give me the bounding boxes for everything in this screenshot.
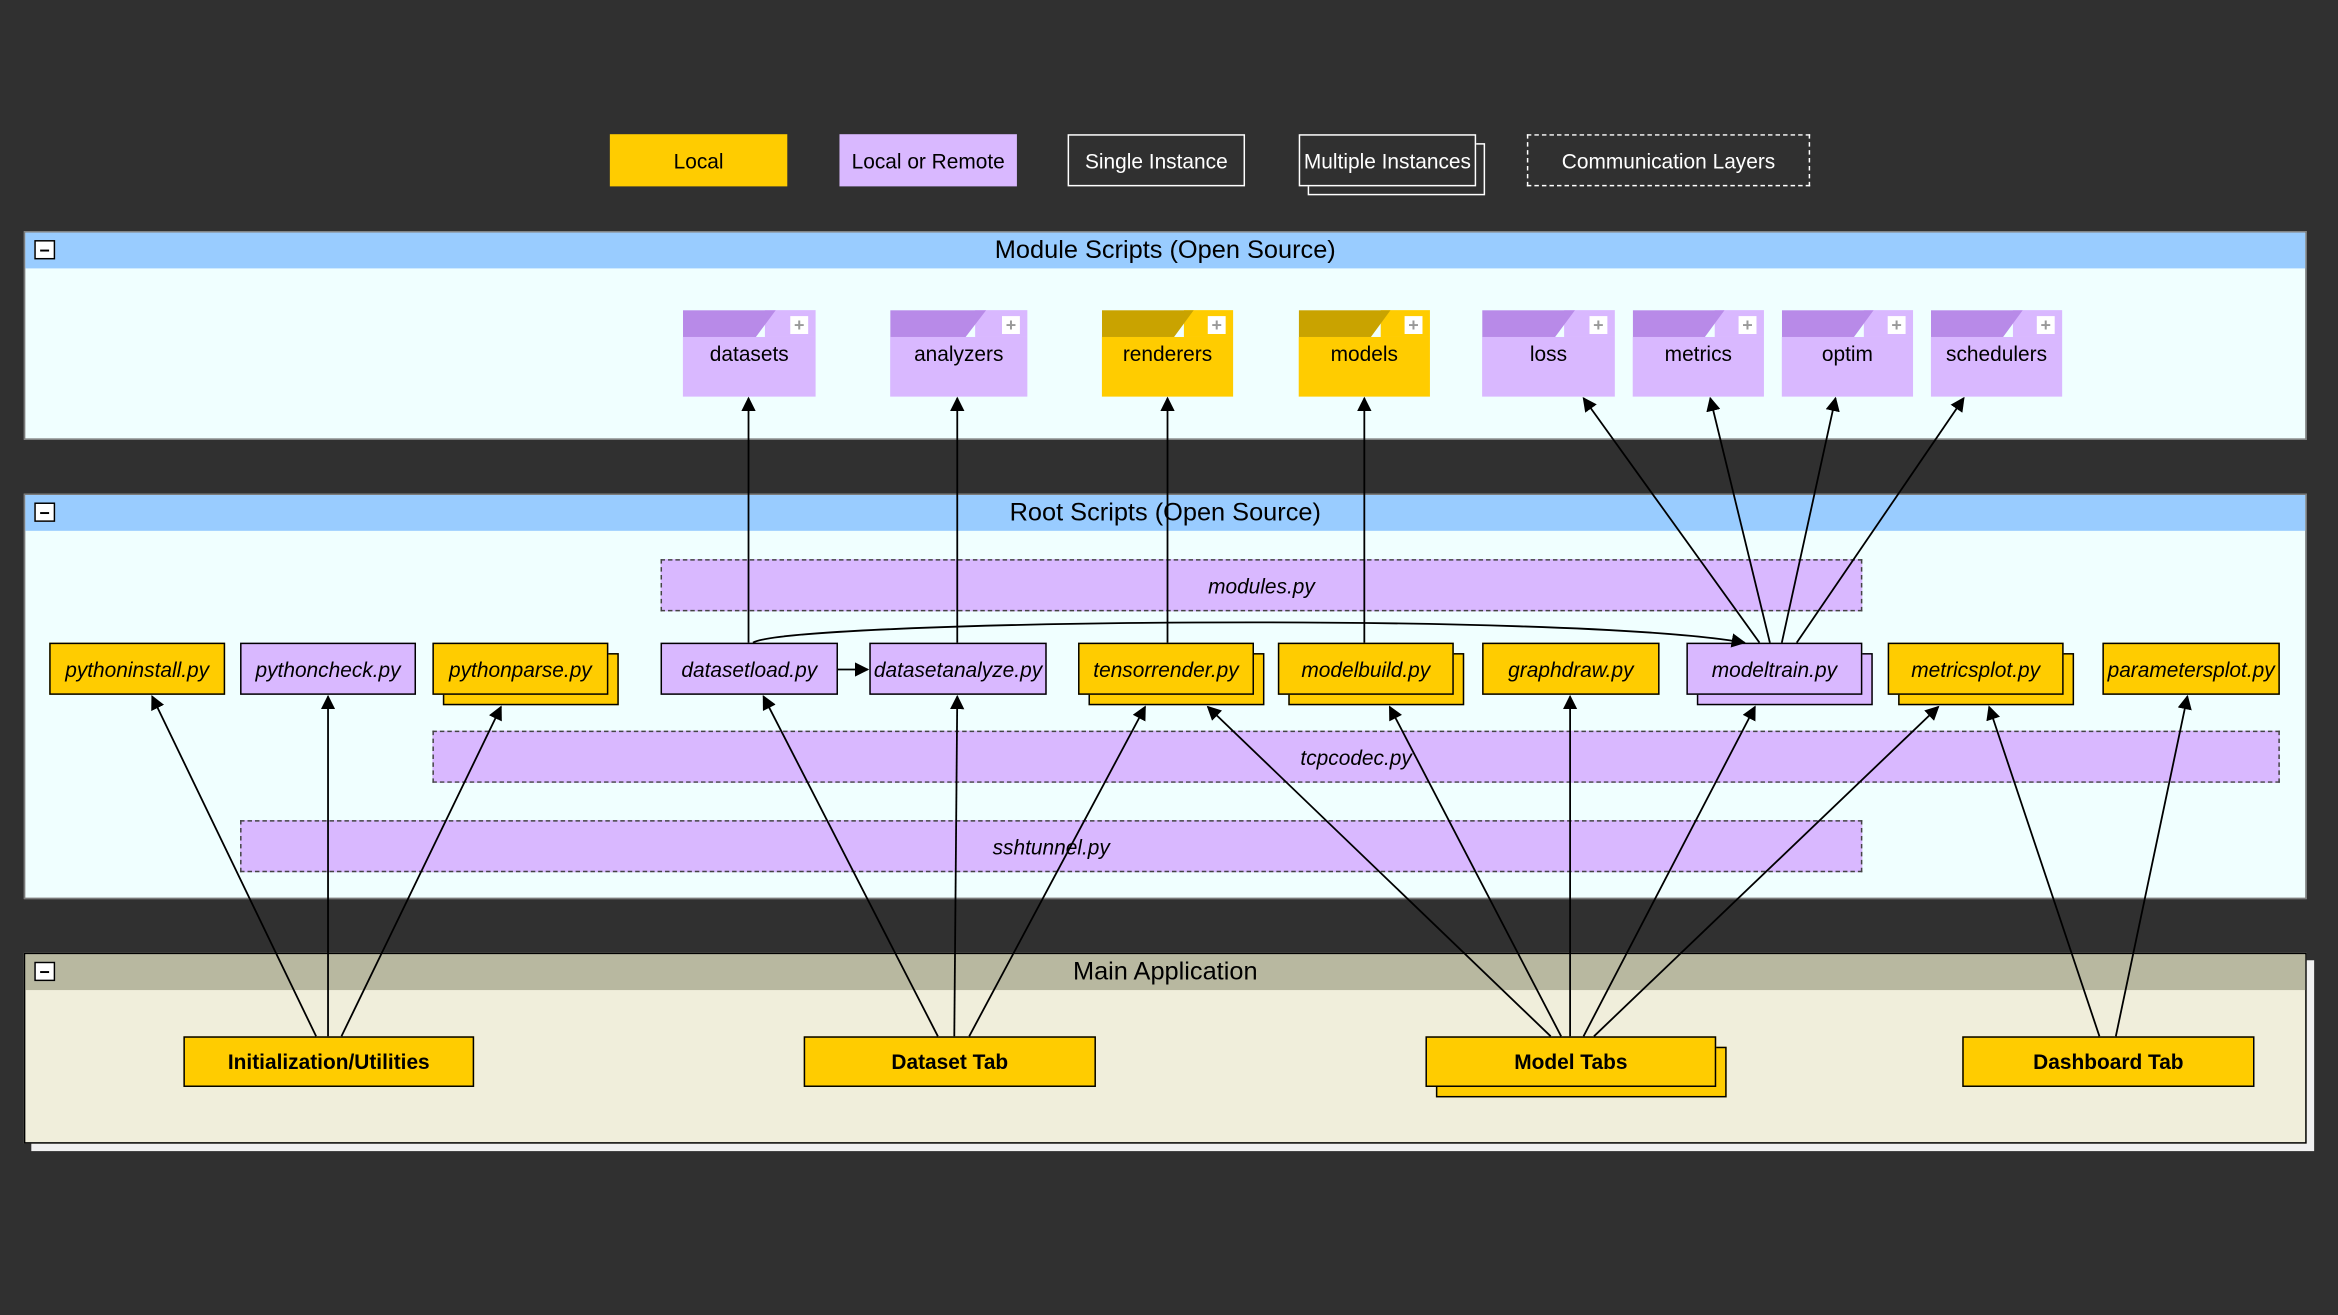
module-label: loss	[1529, 341, 1568, 366]
app-model-tabs[interactable]: Model Tabs	[1425, 1036, 1717, 1087]
module-label: optim	[1821, 341, 1873, 366]
module-models[interactable]: + models	[1298, 310, 1430, 397]
module-label: analyzers	[914, 341, 1004, 366]
layer-tcpcodec[interactable]: tcpcodec.py	[432, 730, 2280, 783]
expand-icon[interactable]: +	[790, 316, 809, 334]
script-modeltrain[interactable]: modeltrain.py	[1686, 642, 1863, 695]
script-metricsplot[interactable]: metricsplot.py	[1887, 642, 2064, 695]
script-modelbuild[interactable]: modelbuild.py	[1277, 642, 1454, 695]
module-scripts-title: Module Scripts (Open Source)	[994, 235, 1336, 264]
legend-local-or-remote: Local or Remote	[839, 134, 1017, 187]
module-datasets[interactable]: + datasets	[682, 310, 816, 397]
app-dataset-tab[interactable]: Dataset Tab	[803, 1036, 1096, 1087]
expand-icon[interactable]: +	[1404, 316, 1423, 334]
layer-label: sshtunnel.py	[992, 834, 1110, 859]
expand-icon[interactable]: +	[1738, 316, 1757, 334]
collapse-icon[interactable]: −	[34, 240, 56, 260]
expand-icon[interactable]: +	[1589, 316, 1608, 334]
collapse-icon[interactable]: −	[34, 502, 56, 522]
legend-multiple-instances: Multiple Instances	[1298, 134, 1477, 187]
collapse-icon[interactable]: −	[34, 961, 56, 982]
legend-local: Local	[609, 134, 788, 187]
module-label: models	[1330, 341, 1398, 366]
root-scripts-header: Root Scripts (Open Source)	[25, 495, 2306, 531]
expand-icon[interactable]: +	[1207, 316, 1226, 334]
expand-icon[interactable]: +	[2036, 316, 2055, 334]
module-scripts-header: Module Scripts (Open Source)	[25, 232, 2306, 269]
module-analyzers[interactable]: + analyzers	[890, 310, 1028, 397]
script-tensorrender[interactable]: tensorrender.py	[1078, 642, 1254, 695]
script-pythoninstall[interactable]: pythoninstall.py	[49, 642, 226, 695]
layer-label: tcpcodec.py	[1300, 744, 1412, 769]
module-label: metrics	[1664, 341, 1732, 366]
legend-communication-layers: Communication Layers	[1526, 134, 1811, 187]
script-datasetload[interactable]: datasetload.py	[660, 642, 838, 695]
module-loss[interactable]: + loss	[1482, 310, 1615, 397]
module-label: datasets	[709, 341, 789, 366]
script-pythoncheck[interactable]: pythoncheck.py	[240, 642, 417, 695]
layer-label: modules.py	[1208, 573, 1315, 598]
script-parametersplot[interactable]: parametersplot.py	[2102, 642, 2280, 695]
module-metrics[interactable]: + metrics	[1632, 310, 1764, 397]
main-application-header: Main Application	[25, 954, 2306, 991]
script-graphdraw[interactable]: graphdraw.py	[1482, 642, 1660, 695]
layer-modules[interactable]: modules.py	[660, 559, 1863, 612]
root-scripts-title: Root Scripts (Open Source)	[1009, 498, 1321, 527]
module-label: renderers	[1122, 341, 1213, 366]
script-datasetanalyze[interactable]: datasetanalyze.py	[869, 642, 1047, 695]
module-label: schedulers	[1946, 341, 2048, 366]
module-renderers[interactable]: + renderers	[1101, 310, 1234, 397]
expand-icon[interactable]: +	[1001, 316, 1020, 334]
module-optim[interactable]: + optim	[1781, 310, 1914, 397]
expand-icon[interactable]: +	[1887, 316, 1906, 334]
main-application-title: Main Application	[1072, 957, 1258, 986]
app-dashboard-tab[interactable]: Dashboard Tab	[1962, 1036, 2255, 1087]
script-pythonparse[interactable]: pythonparse.py	[432, 642, 609, 695]
module-schedulers[interactable]: + schedulers	[1930, 310, 2063, 397]
legend-single-instance: Single Instance	[1067, 134, 1246, 187]
layer-sshtunnel[interactable]: sshtunnel.py	[240, 820, 1863, 873]
app-initialization-utilities[interactable]: Initialization/Utilities	[183, 1036, 475, 1087]
